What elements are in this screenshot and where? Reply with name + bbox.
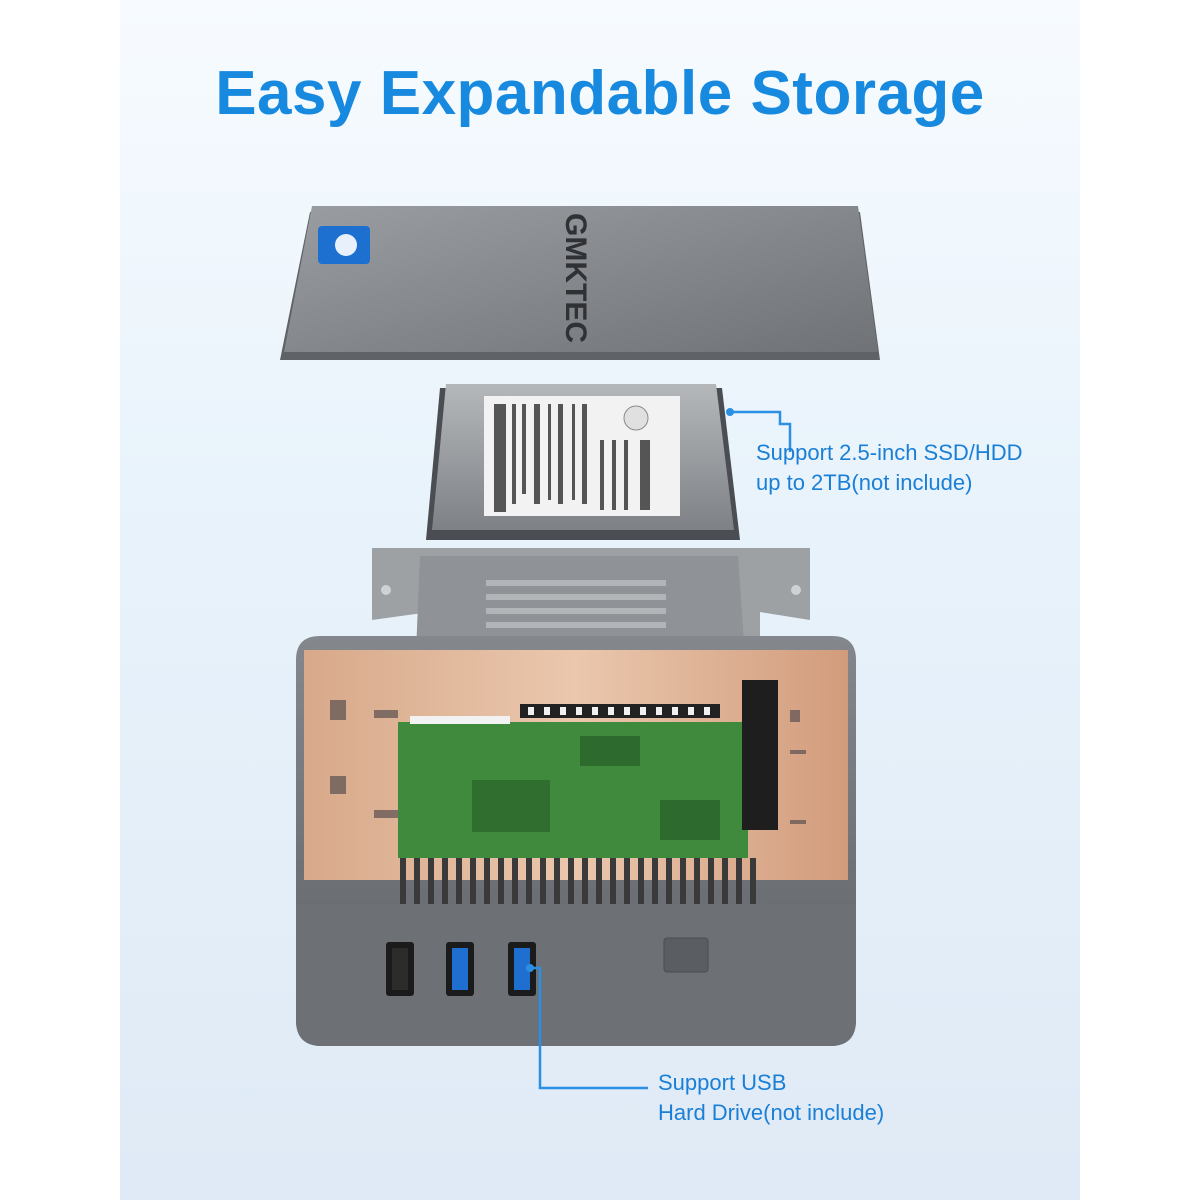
brand-logo-text: GMKTEC xyxy=(559,213,592,343)
callout-lines xyxy=(530,410,792,1090)
hard-drive xyxy=(426,384,740,540)
usb3-port-icon xyxy=(446,942,474,996)
vent-fins xyxy=(400,858,756,904)
usb3-port-icon xyxy=(508,942,536,996)
ssd-support-callout: Support 2.5-inch SSD/HDD up to 2TB(not i… xyxy=(756,438,1023,498)
usb-callout-line1: Support USB xyxy=(658,1070,787,1095)
chassis xyxy=(296,636,856,1046)
top-lid: GMKTEC xyxy=(280,206,880,360)
headline: Easy Expandable Storage xyxy=(215,59,985,128)
usb-callout-line2: Hard Drive(not include) xyxy=(658,1100,885,1125)
brand-logo: GMKTEC xyxy=(559,213,592,343)
usb-port-icon xyxy=(386,942,414,996)
usb-support-callout: Support USB Hard Drive(not include) xyxy=(658,1068,884,1128)
power-button-icon xyxy=(663,937,709,973)
ssd-callout-line1: Support 2.5-inch SSD/HDD xyxy=(756,440,1023,465)
ssd-callout-line2: up to 2TB(not include) xyxy=(756,470,973,495)
